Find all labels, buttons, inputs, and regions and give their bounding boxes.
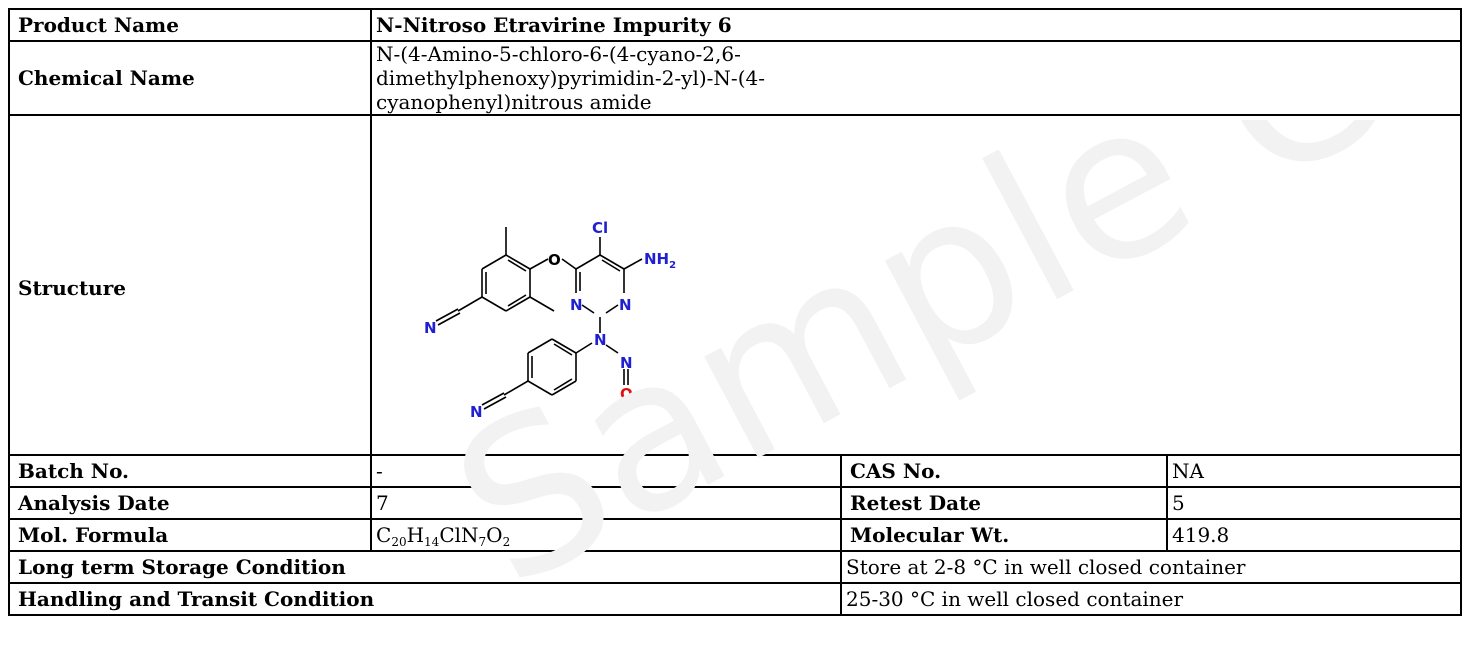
structure-image: Cl NH2 O N N N N O N N xyxy=(424,219,676,421)
mol-formula-value: C20H14ClN7O2 xyxy=(370,518,842,552)
row-batch: Batch No. - CAS No. NA xyxy=(8,454,1462,488)
row-chemical-name: Chemical Name N-(4-Amino-5-chloro-6-(4-c… xyxy=(8,40,1462,116)
structure-label: Structure xyxy=(18,276,126,300)
row-formula: Mol. Formula C20H14ClN7O2 Molecular Wt. … xyxy=(8,518,1462,552)
atom-o-ether: O xyxy=(548,251,561,269)
atom-n-ring2: N xyxy=(619,296,632,314)
long-term-storage-value: Store at 2-8 °C in well closed container xyxy=(840,550,1462,584)
chemical-name-label: Chemical Name xyxy=(8,40,372,116)
row-product-name: Product Name N-Nitroso Etravirine Impuri… xyxy=(8,8,1462,42)
atom-n-ring1: N xyxy=(570,296,583,314)
analysis-date-label: Analysis Date xyxy=(8,486,372,520)
batch-no-value: - xyxy=(370,454,842,488)
analysis-date-value: 7 xyxy=(370,486,842,520)
atom-o-nitroso: O xyxy=(620,385,633,403)
molecular-wt-value: 419.8 xyxy=(1166,518,1462,552)
row-storage: Long term Storage Condition Store at 2-8… xyxy=(8,550,1462,584)
row-handling: Handling and Transit Condition 25-30 °C … xyxy=(8,582,1462,616)
atom-n-amine: N xyxy=(594,331,607,349)
product-name-label: Product Name xyxy=(8,8,372,42)
atom-cl: Cl xyxy=(592,219,608,237)
molecular-wt-label: Molecular Wt. xyxy=(840,518,1168,552)
long-term-storage-label: Long term Storage Condition xyxy=(8,550,842,584)
cas-no-label: CAS No. xyxy=(840,454,1168,488)
retest-date-label: Retest Date xyxy=(840,486,1168,520)
chemical-name-value: N-(4-Amino-5-chloro-6-(4-cyano-2,6-dimet… xyxy=(370,40,1462,116)
coa-table: Product Name N-Nitroso Etravirine Impuri… xyxy=(8,8,1462,616)
retest-date-value: 5 xyxy=(1166,486,1462,520)
mol-formula-label: Mol. Formula xyxy=(8,518,372,552)
row-structure: Structure xyxy=(8,114,1462,456)
product-name-value: N-Nitroso Etravirine Impurity 6 xyxy=(370,8,1462,42)
structure-label-cell: Structure xyxy=(8,114,372,456)
batch-no-label: Batch No. xyxy=(8,454,372,488)
structure-cell: Cl NH2 O N N N N O N N xyxy=(370,114,1462,456)
row-dates: Analysis Date 7 Retest Date 5 xyxy=(8,486,1462,520)
cas-no-value: NA xyxy=(1166,454,1462,488)
handling-transit-label: Handling and Transit Condition xyxy=(8,582,842,616)
handling-transit-value: 25-30 °C in well closed container xyxy=(840,582,1462,616)
atom-nh2: NH2 xyxy=(644,250,676,271)
atom-n-cyano2: N xyxy=(470,403,483,421)
atom-n-nitroso: N xyxy=(620,354,633,372)
atom-n-cyano1: N xyxy=(424,319,437,337)
